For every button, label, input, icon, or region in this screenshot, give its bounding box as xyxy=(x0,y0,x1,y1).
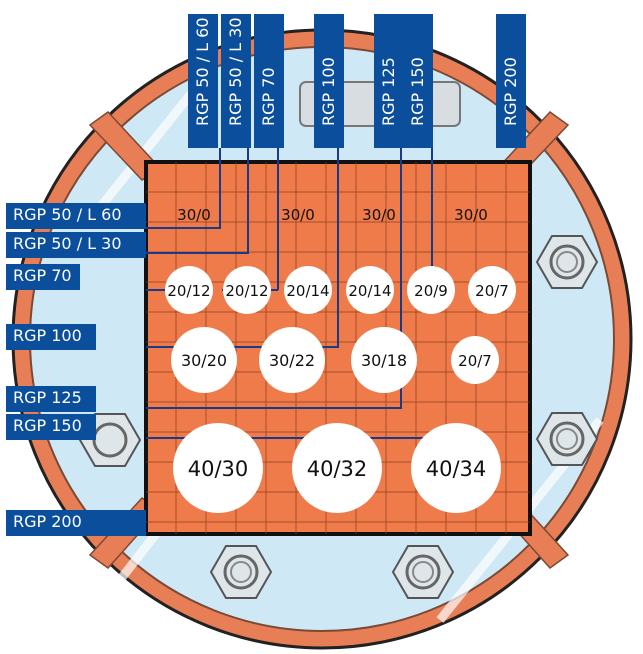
hex-nut-icon xyxy=(209,545,273,599)
top-label-text: RGP 125 xyxy=(379,57,398,126)
hole-label: 20/12 xyxy=(225,282,268,300)
hole-label: 30/22 xyxy=(269,351,315,370)
hole-label: 30/0 xyxy=(362,206,396,224)
top-label-rgp-50-l30: RGP 50 / L 30 xyxy=(221,14,251,148)
hole-label: 30/0 xyxy=(177,206,211,224)
hex-nut-icon xyxy=(391,545,455,599)
top-label-text: RGP 50 / L 60 xyxy=(193,17,212,126)
top-label-rgp-200: RGP 200 xyxy=(496,14,526,148)
hole xyxy=(284,266,332,314)
left-label-rgp-200: RGP 200 xyxy=(6,510,146,536)
left-label-rgp-70: RGP 70 xyxy=(6,264,80,290)
hole-label: 20/12 xyxy=(167,282,210,300)
hole xyxy=(259,327,325,393)
top-label-text: RGP 200 xyxy=(501,57,520,126)
hole xyxy=(451,336,499,384)
hole xyxy=(165,266,213,314)
left-label-rgp-100: RGP 100 xyxy=(6,324,96,350)
hole xyxy=(351,327,417,393)
left-label-rgp-125: RGP 125 xyxy=(6,386,96,412)
hole-label: 30/0 xyxy=(454,206,488,224)
hole xyxy=(292,423,382,513)
top-label-text: RGP 70 xyxy=(259,67,278,126)
left-label-rgp-150: RGP 150 xyxy=(6,414,96,440)
hole xyxy=(407,266,455,314)
hex-nut-icon xyxy=(535,412,599,466)
hole xyxy=(223,266,271,314)
hole-label: 30/18 xyxy=(361,351,407,370)
top-label-rgp-70: RGP 70 xyxy=(254,14,284,148)
hole-label: 20/14 xyxy=(286,282,329,300)
top-label-text: RGP 50 / L 30 xyxy=(226,17,245,126)
top-label-rgp-100: RGP 100 xyxy=(314,14,344,148)
top-label-rgp-150: RGP 150 xyxy=(403,14,433,148)
top-label-rgp-125: RGP 125 xyxy=(374,14,404,148)
hole-label: 20/9 xyxy=(414,282,448,300)
top-label-rgp-50-l60: RGP 50 / L 60 xyxy=(188,14,218,148)
hex-nut-icon xyxy=(535,235,599,289)
hole xyxy=(411,423,501,513)
top-label-text: RGP 150 xyxy=(408,57,427,126)
left-label-rgp-50-l60: RGP 50 / L 60 xyxy=(6,203,146,229)
hole-label: 40/34 xyxy=(426,457,487,481)
hole xyxy=(468,266,516,314)
hole-label: 20/7 xyxy=(475,282,509,300)
hole-label: 30/20 xyxy=(181,351,227,370)
top-label-text: RGP 100 xyxy=(319,57,338,126)
hole-label: 20/14 xyxy=(348,282,391,300)
hole-label: 30/0 xyxy=(281,206,315,224)
hole xyxy=(346,266,394,314)
hole xyxy=(173,423,263,513)
hole-label: 20/7 xyxy=(458,352,492,370)
hole xyxy=(171,327,237,393)
hole-label: 40/30 xyxy=(188,457,249,481)
left-label-rgp-50-l30: RGP 50 / L 30 xyxy=(6,232,146,258)
hole-label: 40/32 xyxy=(307,457,368,481)
